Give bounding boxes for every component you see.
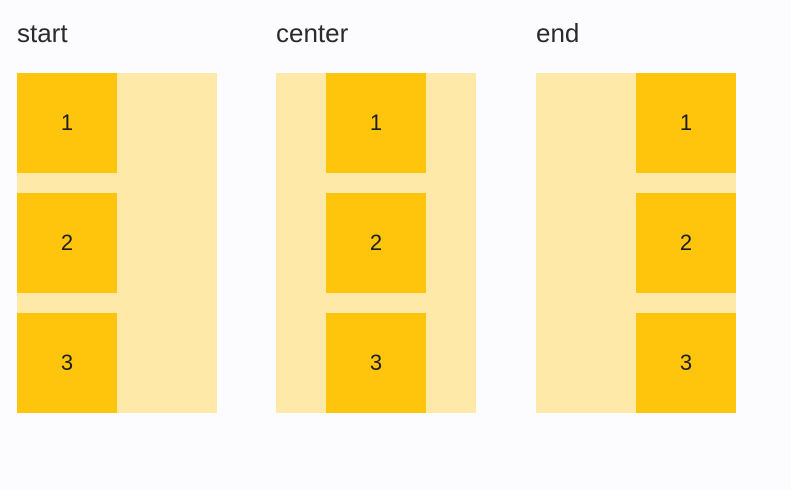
flex-item: 3 [636,313,736,413]
flex-item: 1 [636,73,736,173]
flex-container-center: 1 2 3 [276,73,476,413]
group-label-center: center [276,18,349,48]
flex-container-end: 1 2 3 [536,73,736,413]
flex-item: 2 [326,193,426,293]
flex-item: 1 [326,73,426,173]
flex-container-start: 1 2 3 [17,73,217,413]
flex-item: 3 [17,313,117,413]
flex-item: 2 [636,193,736,293]
flex-item: 1 [17,73,117,173]
flex-item: 2 [17,193,117,293]
flex-item: 3 [326,313,426,413]
group-label-start: start [17,18,68,48]
group-label-end: end [536,18,580,48]
